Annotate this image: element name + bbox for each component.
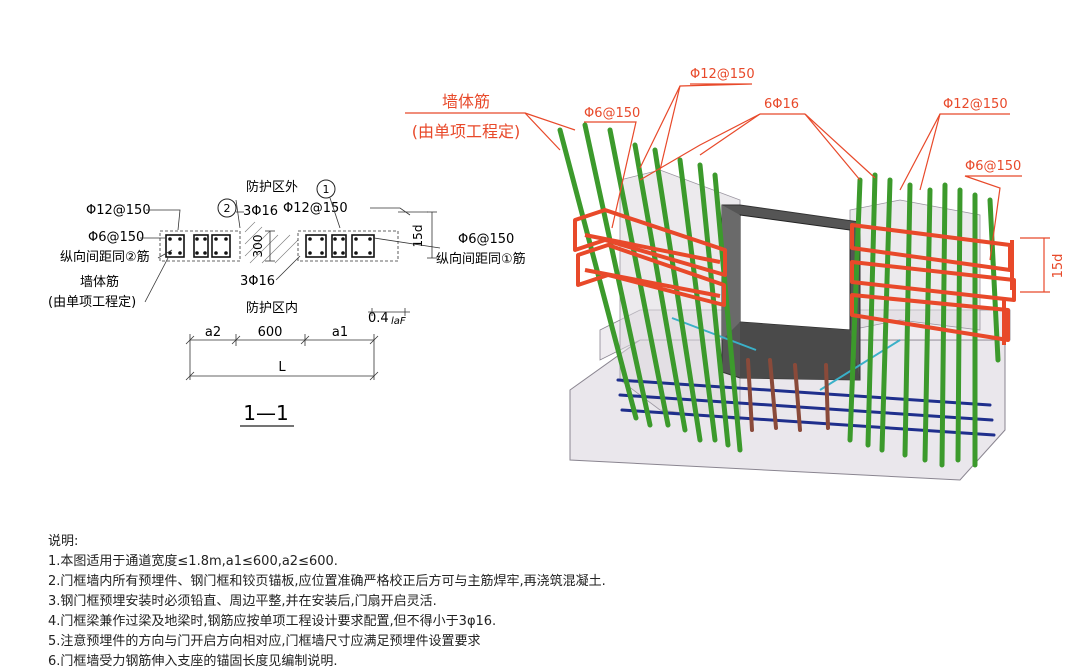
- section-1-1: 防护区外 1 2 Φ12@150 3Φ16 Φ12@150: [48, 179, 526, 427]
- label-longit-1: 纵向间距同①筋: [436, 251, 526, 267]
- label-phi12-left: Φ12@150: [86, 203, 151, 218]
- note-item-6: 6.门框墙受力钢筋伸入支座的锚固长度见编制说明.: [48, 654, 338, 669]
- iso-label-phi12-top: Φ12@150: [690, 67, 755, 82]
- iso-label-phi6-left: Φ6@150: [584, 106, 640, 121]
- iso-label-phi6-right: Φ6@150: [965, 159, 1021, 174]
- note-item-4: 4.门框梁兼作过梁及地梁时,钢筋应按单项工程设计要求配置,但不得小于3φ16.: [48, 614, 497, 629]
- label-longit-2: 纵向间距同②筋: [60, 249, 150, 265]
- label-inside: 防护区内: [246, 300, 298, 316]
- note-item-3: 3.钢门框预埋安装时必须铅直、周边平整,并在安装后,门扇开启灵活.: [48, 594, 437, 609]
- dim-15d-section: 15d: [411, 225, 425, 248]
- dim-a1: a1: [332, 325, 348, 340]
- label-phi6-right: Φ6@150: [458, 232, 514, 247]
- iso-label-phi12-right: Φ12@150: [943, 97, 1008, 112]
- label-wall-bar-note: (由单项工程定): [48, 295, 136, 310]
- iso-label-6phi16: 6Φ16: [764, 97, 799, 112]
- circle-2-text: 2: [224, 202, 231, 215]
- dim-a2: a2: [205, 325, 221, 340]
- dim-600: 600: [258, 325, 283, 340]
- dim-300: 300: [251, 235, 265, 258]
- label-phi6-left: Φ6@150: [88, 230, 144, 245]
- label-3phi16-bottom: 3Φ16: [240, 274, 275, 289]
- iso-dim-15d: 15d: [1051, 254, 1066, 279]
- circle-2-marker: [217, 198, 237, 218]
- label-outside: 防护区外: [246, 179, 298, 195]
- label-3phi16-top: 3Φ16: [243, 204, 278, 219]
- iso-label-wall-bar-note: (由单项工程定): [412, 122, 521, 141]
- dim-L: L: [278, 360, 286, 375]
- note-item-5: 5.注意预埋件的方向与门开启方向相对应,门框墙尺寸应满足预埋件设置要求: [48, 634, 481, 649]
- label-phi12-right: Φ12@150: [283, 201, 348, 216]
- isometric-view: 墙体筋 (由单项工程定) Φ6@150 Φ12@150 6Φ16 Φ12@150…: [405, 67, 1066, 481]
- circle-1-text: 1: [323, 183, 330, 196]
- dim-laf: laF: [391, 316, 406, 327]
- circle-1-marker: [316, 179, 336, 199]
- note-item-1: 1.本图适用于通道宽度≤1.8m,a1≤600,a2≤600.: [48, 554, 338, 569]
- notes-title: 说明:: [48, 534, 79, 549]
- iso-label-wall-bar: 墙体筋: [442, 92, 490, 111]
- note-item-2: 2.门框墙内所有预埋件、钢门框和铰页锚板,应位置准确严格校正后方可与主筋焊牢,再…: [48, 574, 606, 589]
- section-title: 1—1: [243, 401, 288, 425]
- notes-section: 说明: 1.本图适用于通道宽度≤1.8m,a1≤600,a2≤600. 2.门框…: [48, 530, 748, 672]
- label-wall-bar: 墙体筋: [80, 274, 119, 290]
- dim-04: 0.4: [368, 311, 389, 326]
